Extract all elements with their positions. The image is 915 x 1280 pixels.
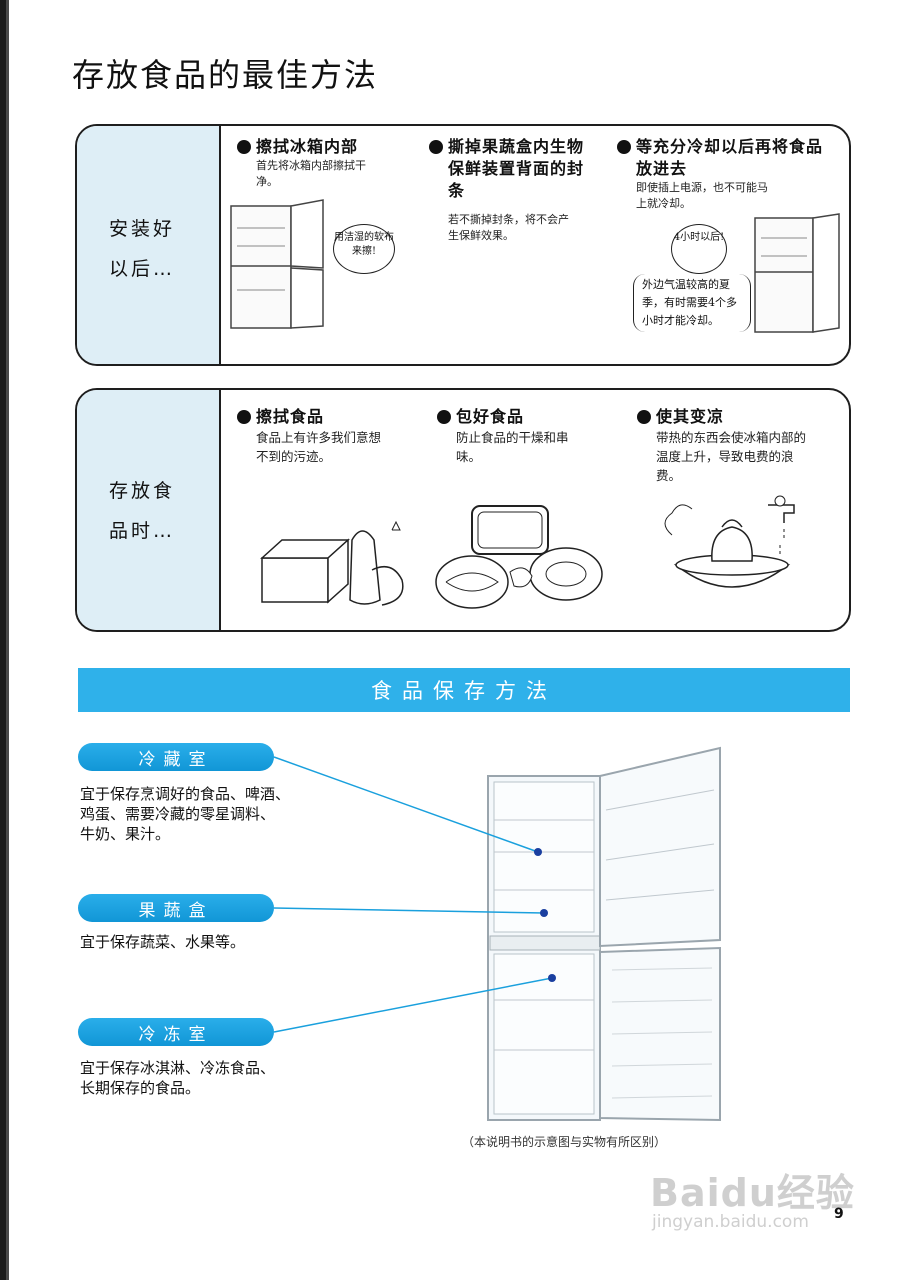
crisper-desc: 宜于保存蔬菜、水果等。 [80, 933, 246, 951]
wiping-food-illustration [260, 520, 404, 606]
tip-title: 擦拭食品 [256, 407, 325, 426]
side-label-line2: 品时… [109, 520, 176, 542]
page-title: 存放食品的最佳方法 [72, 56, 379, 94]
panel-side-label: 安装好 以后… [77, 126, 221, 364]
bullet-icon [237, 140, 251, 154]
bullet-icon [637, 410, 651, 424]
tip-title: 使其变凉 [656, 407, 725, 426]
tip-wipe-inside: 擦拭冰箱内部 首先将冰箱内部擦拭干净。 [237, 136, 407, 190]
tip-desc: 若不撕掉封条，将不会产生保鲜效果。 [448, 213, 569, 242]
tip-wrap-food: 包好食品 防止食品的干燥和串味。 [437, 406, 617, 466]
freezer-marker [548, 974, 556, 982]
freezer-leader-line [273, 977, 553, 1033]
tip-remove-seal: 撕掉果蔬盒内生物保鲜装置背面的封条 若不撕掉封条，将不会产生保鲜效果。 [429, 136, 599, 244]
speech-bubble: 4小时以后! [671, 224, 727, 274]
fridge-open-illustration [230, 199, 324, 329]
fridge-compartment-desc: 宜于保存烹调好的食品、啤酒、 鸡蛋、需要冷藏的零星调料、 牛奶、果汁。 [80, 785, 291, 843]
tip-title: 擦拭冰箱内部 [256, 137, 359, 156]
food-storage-banner: 食品保存方法 [78, 668, 850, 712]
watermark-brand: Baidu经验 [650, 1171, 855, 1215]
side-label-line2: 以后… [109, 258, 176, 280]
after-install-panel: 安装好 以后… 擦拭冰箱内部 首先将冰箱内部擦拭干净。 用洁湿的软布来擦! 撕掉… [75, 124, 851, 366]
freezer-desc: 宜于保存冰淇淋、冷冻食品、 长期保存的食品。 [80, 1059, 276, 1097]
tip-cool-first: 等充分冷却以后再将食品放进去 即使插上电源，也不可能马上就冷却。 [617, 136, 837, 212]
bullet-icon [617, 140, 631, 154]
fridge-door [599, 746, 721, 948]
freezer-pill: 冷冻室 [78, 1018, 274, 1046]
tip-cool-food: 使其变凉 带热的东西会使冰箱内部的温度上升，导致电费的浪费。 [637, 406, 837, 485]
side-label-line1: 存放食 [109, 480, 176, 502]
tip-desc: 即使插上电源，也不可能马上就冷却。 [636, 181, 768, 210]
tip-title: 等充分冷却以后再将食品放进去 [636, 137, 824, 178]
tip-title: 包好食品 [456, 407, 525, 426]
tip-desc: 首先将冰箱内部擦拭干净。 [256, 159, 366, 188]
fridge-leader-line [273, 756, 539, 853]
watermark-url: jingyan.baidu.com [652, 1212, 809, 1232]
bullet-icon [429, 140, 443, 154]
speech-bubble: 用洁湿的软布来擦! [333, 224, 395, 274]
binding-edge [0, 0, 6, 1280]
freezer-door [599, 946, 721, 1122]
summer-note: 外边气温较高的夏季，有时需要4个多小时才能冷却。 [633, 274, 751, 332]
storing-food-panel: 存放食 品时… 擦拭食品 食品上有许多我们意想不到的污迹。 包好食品 防止食品的… [75, 388, 851, 632]
page-number: 9 [834, 1206, 844, 1222]
fridge-compartment-pill: 冷藏室 [78, 743, 274, 771]
freezer-interior [493, 953, 595, 1115]
wrapped-food-illustration [435, 505, 603, 609]
crisper-drawer [489, 935, 601, 951]
illustration-caption: （本说明书的示意图与实物有所区别） [462, 1135, 667, 1149]
crisper-leader-line [273, 907, 545, 914]
crisper-marker [540, 909, 548, 917]
bullet-icon [437, 410, 451, 424]
side-label-line1: 安装好 [109, 218, 176, 240]
crisper-pill: 果蔬盒 [78, 894, 274, 922]
tip-desc: 食品上有许多我们意想不到的污迹。 [256, 430, 382, 464]
fridge-interior [493, 781, 595, 933]
refrigerator-diagram [273, 746, 721, 1122]
cooling-kettle-illustration [664, 495, 795, 588]
panel-side-label: 存放食 品时… [77, 390, 221, 630]
tip-wipe-food: 擦拭食品 食品上有许多我们意想不到的污迹。 [237, 406, 417, 466]
binding-edge-shadow [6, 0, 9, 1280]
fridge-closed-illustration [754, 213, 840, 333]
tip-desc: 防止食品的干燥和串味。 [456, 430, 569, 464]
bullet-icon [237, 410, 251, 424]
tip-title: 撕掉果蔬盒内生物保鲜装置背面的封条 [448, 137, 585, 200]
tip-desc: 带热的东西会使冰箱内部的温度上升，导致电费的浪费。 [656, 430, 807, 483]
fridge-marker [534, 848, 542, 856]
